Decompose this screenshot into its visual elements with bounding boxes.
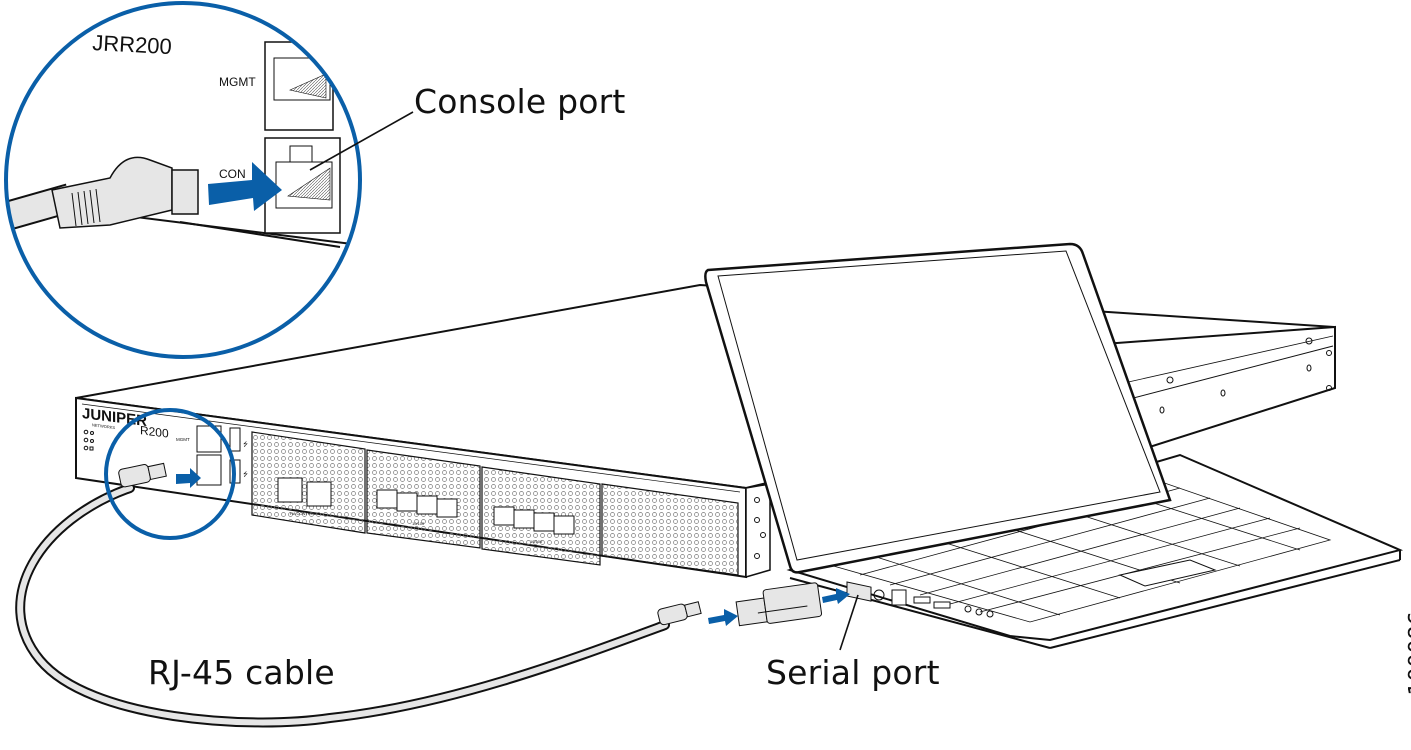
laptop-usb-port xyxy=(933,601,951,609)
ha-control-port-ctl xyxy=(277,477,303,503)
status-led-group xyxy=(83,429,94,451)
juniper-logo-sub: NETWORKS xyxy=(92,422,115,430)
sfp-ports-group-1 xyxy=(376,489,458,518)
laptop-base-edge xyxy=(789,577,1051,649)
front-panel-edge xyxy=(81,403,741,493)
laptop-indicator xyxy=(964,605,972,613)
insert-arrow-adapter xyxy=(708,609,738,626)
screw-icon xyxy=(1326,350,1332,356)
console-port-front xyxy=(196,454,222,486)
rj45-connector-laptop xyxy=(657,601,702,626)
laptop-jack xyxy=(873,589,885,601)
screw-icon xyxy=(1305,337,1313,345)
figure-id: g100086 xyxy=(1405,611,1411,710)
laptop-indicator xyxy=(975,608,983,616)
insert-arrow-serial xyxy=(822,588,850,604)
mgmt-label-front: MGMT xyxy=(176,437,190,442)
rj45-connector-router xyxy=(118,462,167,488)
port-speed-label: 10/100 xyxy=(530,539,543,544)
console-label-zoom: CON xyxy=(219,167,246,181)
mgmt-port-zoom xyxy=(264,41,334,131)
screw-icon xyxy=(1166,376,1174,384)
usb-icon: ⭍ xyxy=(243,470,248,478)
usb-icon: ⭍ xyxy=(243,440,248,448)
screw-icon xyxy=(1326,385,1332,391)
router-rack-ear xyxy=(745,483,771,578)
rj45-cable xyxy=(15,462,823,728)
laptop-usb-port xyxy=(913,596,931,604)
rj45-plug-zoom xyxy=(51,156,199,229)
screw-icon xyxy=(754,553,760,559)
ha-control-label: HA CONTROL xyxy=(290,511,317,516)
serial-port-leader xyxy=(839,594,859,651)
serial-port-label: Serial port xyxy=(766,653,940,692)
sfp-ports-group-2 xyxy=(493,506,575,535)
mgmt-label-zoom: MGMT xyxy=(219,75,256,89)
model-label-front: R200 xyxy=(140,423,169,441)
laptop-ethernet-port xyxy=(891,589,907,606)
laptop-indicator xyxy=(986,610,994,618)
console-port-label: Console port xyxy=(414,82,626,121)
router-side-seam xyxy=(1117,345,1334,403)
mount-hole xyxy=(1306,364,1312,372)
laptop-screen xyxy=(717,250,1161,561)
screw-icon xyxy=(754,497,760,503)
laptop xyxy=(704,242,1404,649)
console-port-zoom xyxy=(264,137,341,234)
router-side-seam xyxy=(1114,335,1334,386)
laptop-touchpad xyxy=(1118,559,1217,587)
zoom-source-circle xyxy=(104,408,236,540)
rj45-cable-label: RJ-45 cable xyxy=(148,653,335,692)
insert-arrow-console xyxy=(176,468,201,488)
laptop-serial-port xyxy=(846,581,872,602)
ha-control-port-fab xyxy=(306,481,332,507)
db9-adapter xyxy=(735,582,823,627)
model-label-zoom: JRR200 xyxy=(92,30,173,59)
laptop-base-edge xyxy=(1049,559,1401,649)
console-port-leader xyxy=(309,111,414,171)
insert-arrow-zoom xyxy=(208,162,282,211)
port-speed-label: 10/100 xyxy=(412,521,425,526)
mount-hole xyxy=(1159,406,1165,414)
blank-module xyxy=(601,483,739,576)
zoom-inset-border xyxy=(4,1,362,359)
mount-hole xyxy=(1220,389,1226,397)
screw-icon xyxy=(760,532,766,538)
usb-port xyxy=(229,427,241,452)
screw-icon xyxy=(754,517,760,523)
zoom-inset: JRR200 MGMT CON xyxy=(4,1,362,359)
